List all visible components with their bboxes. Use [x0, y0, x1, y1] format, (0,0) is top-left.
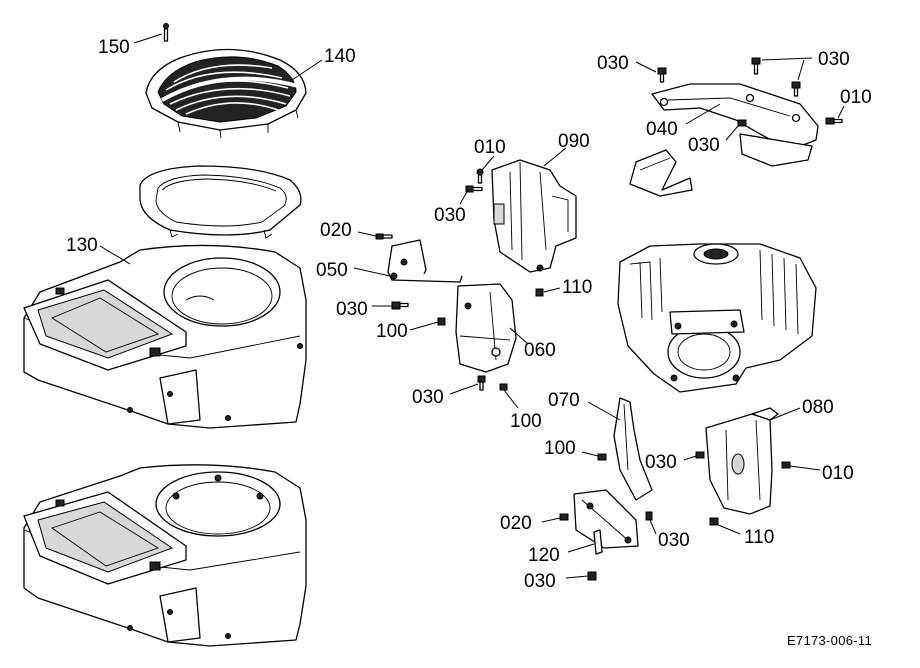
part-air-filter-gasket: [139, 165, 302, 239]
part-030-bolt-i: [587, 571, 597, 581]
part-spring-clip: [629, 149, 693, 197]
part-130-blower-housing: [23, 244, 307, 429]
leader-030c: [725, 125, 739, 141]
callout-150: 150: [98, 37, 130, 58]
leader-110a: [543, 287, 561, 293]
leader-030d: [459, 189, 469, 205]
leader-120: [567, 543, 595, 553]
callout-100-b: 100: [510, 411, 542, 432]
leader-100a: [409, 321, 439, 331]
leader-030i: [565, 575, 589, 579]
leader-060: [509, 327, 529, 345]
part-100-bolt-a: [437, 317, 446, 326]
part-150-screw: [163, 23, 169, 42]
part-020-screw-a: [375, 233, 393, 240]
callout-120: 120: [528, 545, 560, 566]
part-080-cylinder-shroud: [705, 407, 779, 515]
callout-030-d: 030: [434, 205, 466, 226]
leader-030b1: [761, 57, 813, 61]
part-110-bolt-a: [535, 288, 544, 297]
part-blower-housing-alt: [23, 464, 307, 647]
part-030-bolt-h: [645, 511, 653, 521]
callout-100-c: 100: [544, 438, 576, 459]
leader-030h: [649, 519, 657, 535]
part-bracket-lower: [573, 489, 639, 549]
part-040-bracket: [651, 83, 819, 167]
part-100-bolt-c: [597, 453, 607, 461]
callout-020-a: 020: [320, 220, 352, 241]
part-030-bolt-a: [657, 67, 667, 83]
callout-140: 140: [324, 46, 356, 67]
callout-010-b: 010: [474, 137, 506, 158]
part-030-bolt-c: [737, 119, 747, 127]
part-070-baffle: [613, 397, 653, 501]
leader-030f: [449, 383, 479, 395]
leader-100c: [581, 451, 599, 457]
callout-130: 130: [66, 235, 98, 256]
callout-040: 040: [646, 119, 678, 140]
part-090-cylinder-shroud: [491, 159, 577, 273]
leader-020a: [357, 231, 377, 237]
callout-060: 060: [524, 340, 556, 361]
leader-090: [543, 147, 567, 167]
leader-030b2: [797, 59, 805, 81]
part-030-bolt-e: [391, 301, 409, 310]
leader-010b: [481, 155, 495, 171]
callout-030-c: 030: [688, 135, 720, 156]
callout-090: 090: [558, 131, 590, 152]
leader-010a: [837, 105, 845, 119]
callout-050: 050: [316, 260, 348, 281]
part-030-bolt-g: [695, 451, 705, 459]
part-140-air-intake-grille: [145, 48, 307, 139]
callout-numbers: 150 140 130 030 030 010 040 030 010 090 …: [66, 37, 872, 592]
leader-020b: [541, 517, 561, 523]
callout-030-g: 030: [645, 452, 677, 473]
callout-030-f: 030: [412, 387, 444, 408]
leader-010c: [789, 465, 821, 471]
callout-100-a: 100: [376, 321, 408, 342]
leader-lines: [99, 33, 845, 579]
part-010-screw-c: [781, 461, 791, 469]
leader-110b: [715, 523, 741, 535]
part-100-bolt-b: [499, 383, 508, 391]
leader-130: [99, 245, 131, 265]
callout-070: 070: [548, 390, 580, 411]
leader-150: [133, 33, 163, 44]
callout-030-i: 030: [524, 571, 556, 592]
part-050-bracket: [387, 239, 463, 283]
leader-140: [291, 59, 323, 81]
callout-030-e: 030: [336, 299, 368, 320]
part-120-clip: [593, 529, 603, 555]
leader-040: [685, 103, 721, 125]
part-010-screw-a: [476, 168, 484, 184]
part-020-screw-b: [559, 513, 569, 521]
callout-080: 080: [802, 397, 834, 418]
leader-050: [353, 267, 391, 277]
part-030-bolt-f: [477, 375, 486, 391]
leader-030g: [683, 455, 697, 461]
callout-010-c: 010: [822, 463, 854, 484]
callout-110-b: 110: [744, 527, 774, 548]
callout-010-a: 010: [840, 87, 872, 108]
part-engine-block: [617, 243, 817, 393]
part-010-screw-b: [825, 117, 843, 125]
part-030-bolt-b2: [791, 81, 801, 97]
part-030-bolt-b1: [751, 57, 761, 75]
figure-reference-code: E7173-006-11: [786, 633, 872, 648]
leader-070: [587, 401, 621, 421]
callout-030-a: 030: [597, 53, 629, 74]
callout-110-a: 110: [562, 277, 592, 298]
callout-030-h: 030: [658, 530, 690, 551]
part-060-baffle: [455, 283, 517, 373]
leader-030a: [635, 61, 657, 73]
leader-100b: [503, 389, 519, 409]
part-030-bolt-d: [465, 185, 483, 193]
part-110-bolt-b: [709, 517, 719, 526]
callout-020-b: 020: [500, 513, 532, 534]
leader-080: [769, 407, 801, 421]
callout-030-b: 030: [818, 49, 850, 70]
